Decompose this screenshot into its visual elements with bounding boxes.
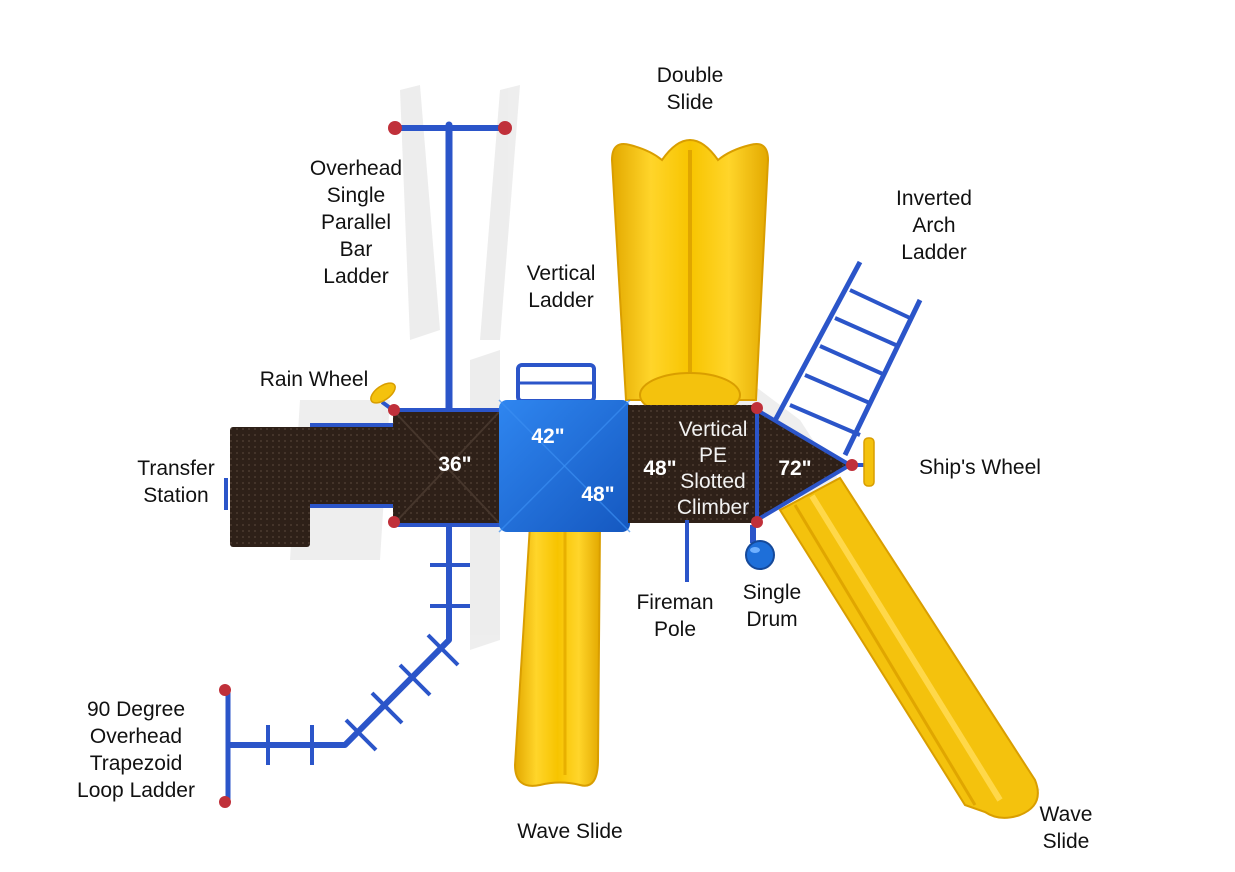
svg-text:Overhead: Overhead — [310, 157, 402, 180]
svg-text:Parallel: Parallel — [321, 211, 391, 234]
dim-72: 72" — [778, 457, 811, 480]
bracket-icon — [498, 121, 512, 135]
double-slide — [610, 138, 770, 418]
svg-text:Station: Station — [143, 484, 208, 507]
label-rain-wheel: Rain Wheel — [260, 368, 369, 391]
bracket-set — [388, 402, 858, 528]
svg-text:Single: Single — [327, 184, 385, 207]
bracket-icon — [751, 402, 763, 414]
roof-blue — [498, 399, 631, 533]
svg-text:Loop Ladder: Loop Ladder — [77, 779, 195, 802]
bracket-icon — [751, 516, 763, 528]
label-loop-ladder: 90 Degree Overhead Trapezoid Loop Ladder — [77, 698, 195, 802]
svg-text:Single: Single — [743, 581, 801, 604]
dim-42: 42" — [531, 425, 564, 448]
pe-climber-label: Vertical PE Slotted Climber — [677, 418, 749, 519]
svg-text:Transfer: Transfer — [137, 457, 214, 480]
dim-48-roof: 48" — [581, 483, 614, 506]
label-fireman-pole: Fireman Pole — [636, 591, 713, 641]
svg-text:Pole: Pole — [654, 618, 696, 641]
wave-slide-center — [513, 524, 602, 787]
loop-ladder — [219, 525, 470, 808]
label-wave-slide-right: Wave Slide — [1040, 803, 1093, 853]
deck-48 — [628, 405, 758, 523]
svg-text:90 Degree: 90 Degree — [87, 698, 185, 721]
svg-text:Overhead: Overhead — [90, 725, 182, 748]
wave-slide-right — [778, 476, 1039, 819]
label-double-slide: Double Slide — [657, 64, 724, 114]
svg-text:Double: Double — [657, 64, 724, 87]
label-transfer-station: Transfer Station — [137, 457, 214, 507]
svg-text:Ladder: Ladder — [901, 241, 966, 264]
inverted-arch-ladder — [767, 260, 923, 457]
bracket-icon — [388, 404, 400, 416]
svg-text:Vertical: Vertical — [679, 418, 748, 441]
svg-text:Vertical: Vertical — [527, 262, 596, 285]
svg-text:Drum: Drum — [746, 608, 797, 631]
svg-text:Fireman: Fireman — [636, 591, 713, 614]
svg-text:Slotted: Slotted — [680, 470, 745, 493]
svg-text:Trapezoid: Trapezoid — [90, 752, 183, 775]
svg-text:Arch: Arch — [912, 214, 955, 237]
vertical-ladder — [516, 363, 596, 403]
ship-wheel-icon — [852, 437, 875, 487]
svg-text:Inverted: Inverted — [896, 187, 972, 210]
label-wave-slide-center: Wave Slide — [517, 820, 622, 843]
svg-text:Ladder: Ladder — [528, 289, 593, 312]
bracket-icon — [219, 684, 231, 696]
bracket-icon — [388, 121, 402, 135]
svg-text:Slide: Slide — [667, 91, 714, 114]
svg-text:Slide: Slide — [1043, 830, 1090, 853]
label-overhead-ladder: Overhead Single Parallel Bar Ladder — [310, 157, 402, 288]
svg-text:Climber: Climber — [677, 496, 749, 519]
label-single-drum: Single Drum — [743, 581, 801, 631]
label-ships-wheel: Ship's Wheel — [919, 456, 1041, 479]
svg-text:PE: PE — [699, 444, 727, 467]
svg-text:Wave: Wave — [1040, 803, 1093, 826]
svg-text:Ladder: Ladder — [323, 265, 388, 288]
bracket-icon — [388, 516, 400, 528]
bracket-icon — [219, 796, 231, 808]
overhead-parallel-bar-ladder — [388, 121, 512, 414]
deck-72 — [755, 406, 854, 524]
dim-36: 36" — [438, 453, 471, 476]
svg-text:Bar: Bar — [340, 238, 373, 261]
label-inverted-arch: Inverted Arch Ladder — [896, 187, 972, 264]
dim-48: 48" — [643, 457, 676, 480]
transfer-station — [224, 423, 395, 547]
drum-icon — [745, 525, 775, 570]
label-vertical-ladder: Vertical Ladder — [527, 262, 596, 312]
bracket-icon — [846, 459, 858, 471]
